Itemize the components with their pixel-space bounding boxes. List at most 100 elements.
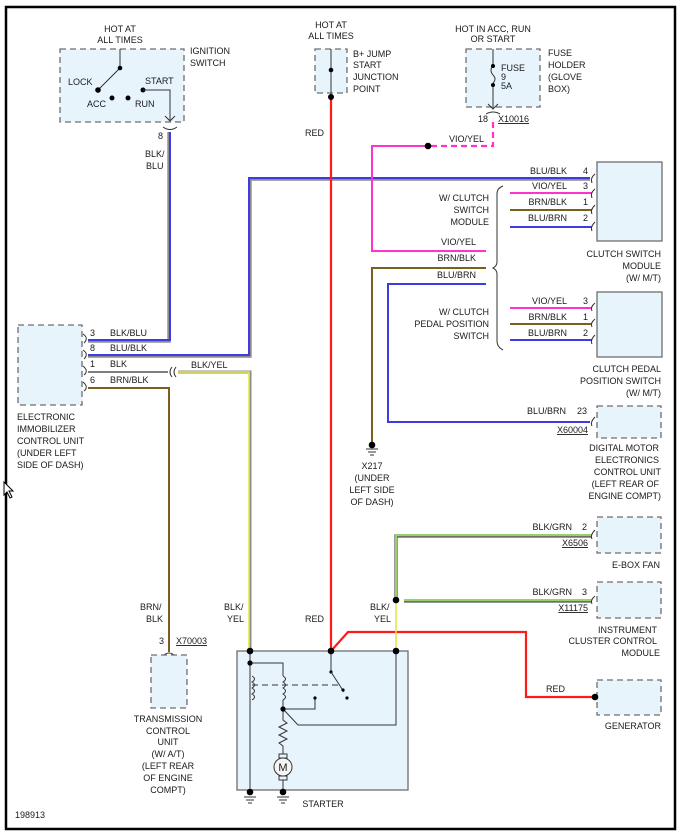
wire-blk-grn xyxy=(394,534,592,603)
starter: BLK/ YEL RED M STARTER xyxy=(224,602,409,809)
csm-pin-4: 4 xyxy=(583,166,588,176)
csm-pin-3: 3 xyxy=(583,181,588,191)
wire-blu-blk xyxy=(88,177,590,358)
cpp-title-line3: (W/ M/T) xyxy=(626,388,661,398)
immo-title-line4: (UNDER LEFT xyxy=(17,448,77,458)
tcu-title-line7: COMPT) xyxy=(150,785,186,795)
ignition-title-line2: SWITCH xyxy=(190,58,226,68)
csm-wire-4: BLU/BLK xyxy=(530,166,567,176)
fuse-rating: 5A xyxy=(501,81,512,91)
ignition-pos-lock: LOCK xyxy=(68,77,93,87)
fuse-connector: X10016 xyxy=(498,114,529,124)
ground-x217: X217 (UNDER LEFT SIDE OF DASH) xyxy=(349,441,395,507)
ignition-pos-acc: ACC xyxy=(87,99,107,109)
icm-wire: BLK/GRN xyxy=(532,587,572,597)
generator-wire: RED xyxy=(546,684,566,694)
csm-title-line2: MODULE xyxy=(622,261,661,271)
tcu-pin: 3 xyxy=(159,636,164,646)
figure-id: 198913 xyxy=(15,810,45,820)
fuse-holder-title-line4: BOX) xyxy=(548,84,570,94)
icm-title-line1: INSTRUMENT xyxy=(598,625,657,635)
option-csm-line1: W/ CLUTCH xyxy=(439,193,489,203)
fuse-holder-title-line3: (GLOVE xyxy=(548,72,582,82)
fuse-holder-title-line2: HOLDER xyxy=(548,60,586,70)
bplus-title-line3: JUNCTION xyxy=(353,72,399,82)
tcu-title-line3: UNIT xyxy=(158,737,179,747)
bplus-title-line4: POINT xyxy=(353,84,381,94)
shared-wire-vio-yel: VIO/YEL xyxy=(441,237,476,247)
immo-title-line3: CONTROL UNIT xyxy=(17,436,85,446)
fuse-label: FUSE xyxy=(501,63,525,73)
cpp-title-line2: POSITION SWITCH xyxy=(580,376,661,386)
option-cpp-line1: W/ CLUTCH xyxy=(439,307,489,317)
wire-blk-yel-left xyxy=(178,370,252,651)
bplus-title-line1: B+ JUMP xyxy=(353,49,391,59)
bplus-feed-line2: ALL TIMES xyxy=(308,31,354,41)
immo-pin-3: 3 xyxy=(90,328,95,338)
immo-inline-wire: BLK/YEL xyxy=(191,360,228,370)
immo-wire-6: BRN/BLK xyxy=(110,375,149,385)
tcu-title-line6: OF ENGINE xyxy=(143,773,193,783)
tcu-wire-line1: BRN/ xyxy=(140,602,162,612)
tcu-connector: X70003 xyxy=(176,636,207,646)
ignition-pos-run: RUN xyxy=(135,99,155,109)
instrument-cluster: BLK/GRN 3 X11175 INSTRUMENT CLUSTER CONT… xyxy=(532,581,662,658)
fuse-pin: 18 xyxy=(478,114,488,124)
mouse-cursor-icon xyxy=(3,481,15,499)
ground-label-line2: (UNDER xyxy=(355,473,390,483)
icm-pin: 3 xyxy=(582,587,587,597)
immo-pin-6: 6 xyxy=(90,375,95,385)
starter-wire-center: RED xyxy=(305,614,325,624)
cpp-title-line1: CLUTCH PEDAL xyxy=(592,364,661,374)
dme-pin: 23 xyxy=(577,406,587,416)
fuse-wire-label: VIO/YEL xyxy=(449,134,484,144)
option-csm-line2: SWITCH xyxy=(454,205,490,215)
starter-wire-right-line1: BLK/ xyxy=(370,602,390,612)
ignition-pos-start: START xyxy=(145,76,174,86)
wire-red-generator xyxy=(330,630,595,699)
cpp-pin-3: 3 xyxy=(583,296,588,306)
cpp-pin-2: 2 xyxy=(583,328,588,338)
immo-title-line1: ELECTRONIC xyxy=(17,412,76,422)
fuse-holder-title-line1: FUSE xyxy=(548,48,572,58)
bplus-feed-line1: HOT AT xyxy=(315,20,347,30)
cpp-wire-3: VIO/YEL xyxy=(532,296,567,306)
icm-connector: X11175 xyxy=(558,603,588,613)
dme-title-line4: (LEFT REAR OF xyxy=(592,479,660,489)
dme-title-line2: ELECTRONICS xyxy=(595,455,659,465)
bplus-title-line2: START xyxy=(353,60,382,70)
option-csm-line3: MODULE xyxy=(450,217,489,227)
cpp-pin-1: 1 xyxy=(583,312,588,322)
csm-pin-1: 1 xyxy=(583,197,588,207)
immo-title-line2: IMMOBILIZER xyxy=(17,424,76,434)
ebox-wire: BLK/GRN xyxy=(532,522,572,532)
splice-blk-yel xyxy=(392,596,400,604)
ebox-connector: X6506 xyxy=(562,538,588,548)
immo-wire-8: BLU/BLK xyxy=(110,343,147,353)
wire-brn-blk-tcu xyxy=(88,387,170,652)
fuse-feed-line2: OR START xyxy=(471,34,516,44)
wire-vio-yel-main xyxy=(371,145,486,252)
fuse-feed-line1: HOT IN ACC, RUN xyxy=(455,24,531,34)
icm-title-line2: CLUSTER CONTROL xyxy=(568,636,657,646)
cpp-wire-1: BRN/BLK xyxy=(528,312,567,322)
immobilizer-control-unit: 3 BLK/BLU 8 BLU/BLK 1 BLK 6 BRN/BLK BLK/… xyxy=(17,324,228,470)
immo-wire-1: BLK xyxy=(110,359,127,369)
fuse-number: 9 xyxy=(501,72,506,82)
csm-wire-2: BLU/BRN xyxy=(528,213,567,223)
ignition-title-line1: IGNITION xyxy=(190,46,230,56)
tcu-title-line1: TRANSMISSION xyxy=(134,714,203,724)
ignition-feed-line1: HOT AT xyxy=(104,24,136,34)
ground-label-line3: LEFT SIDE xyxy=(349,485,394,495)
csm-pin-2: 2 xyxy=(583,213,588,223)
ignition-switch: HOT AT ALL TIMES LOCK ACC RUN START IGNI… xyxy=(59,24,230,171)
ground-label-line1: X217 xyxy=(361,461,382,471)
wire-blk-blu xyxy=(88,132,171,343)
tcu-title-line2: CONTROL xyxy=(146,726,190,736)
dme-title-line5: ENGINE COMPT) xyxy=(588,491,661,501)
transmission-control-unit: BRN/ BLK 3 X70003 TRANSMISSION CONTROL U… xyxy=(134,602,207,795)
shared-wire-blu-brn: BLU/BRN xyxy=(437,270,476,280)
dme-connector: X60004 xyxy=(557,425,588,435)
dme-title-line3: CONTROL UNIT xyxy=(594,467,662,477)
